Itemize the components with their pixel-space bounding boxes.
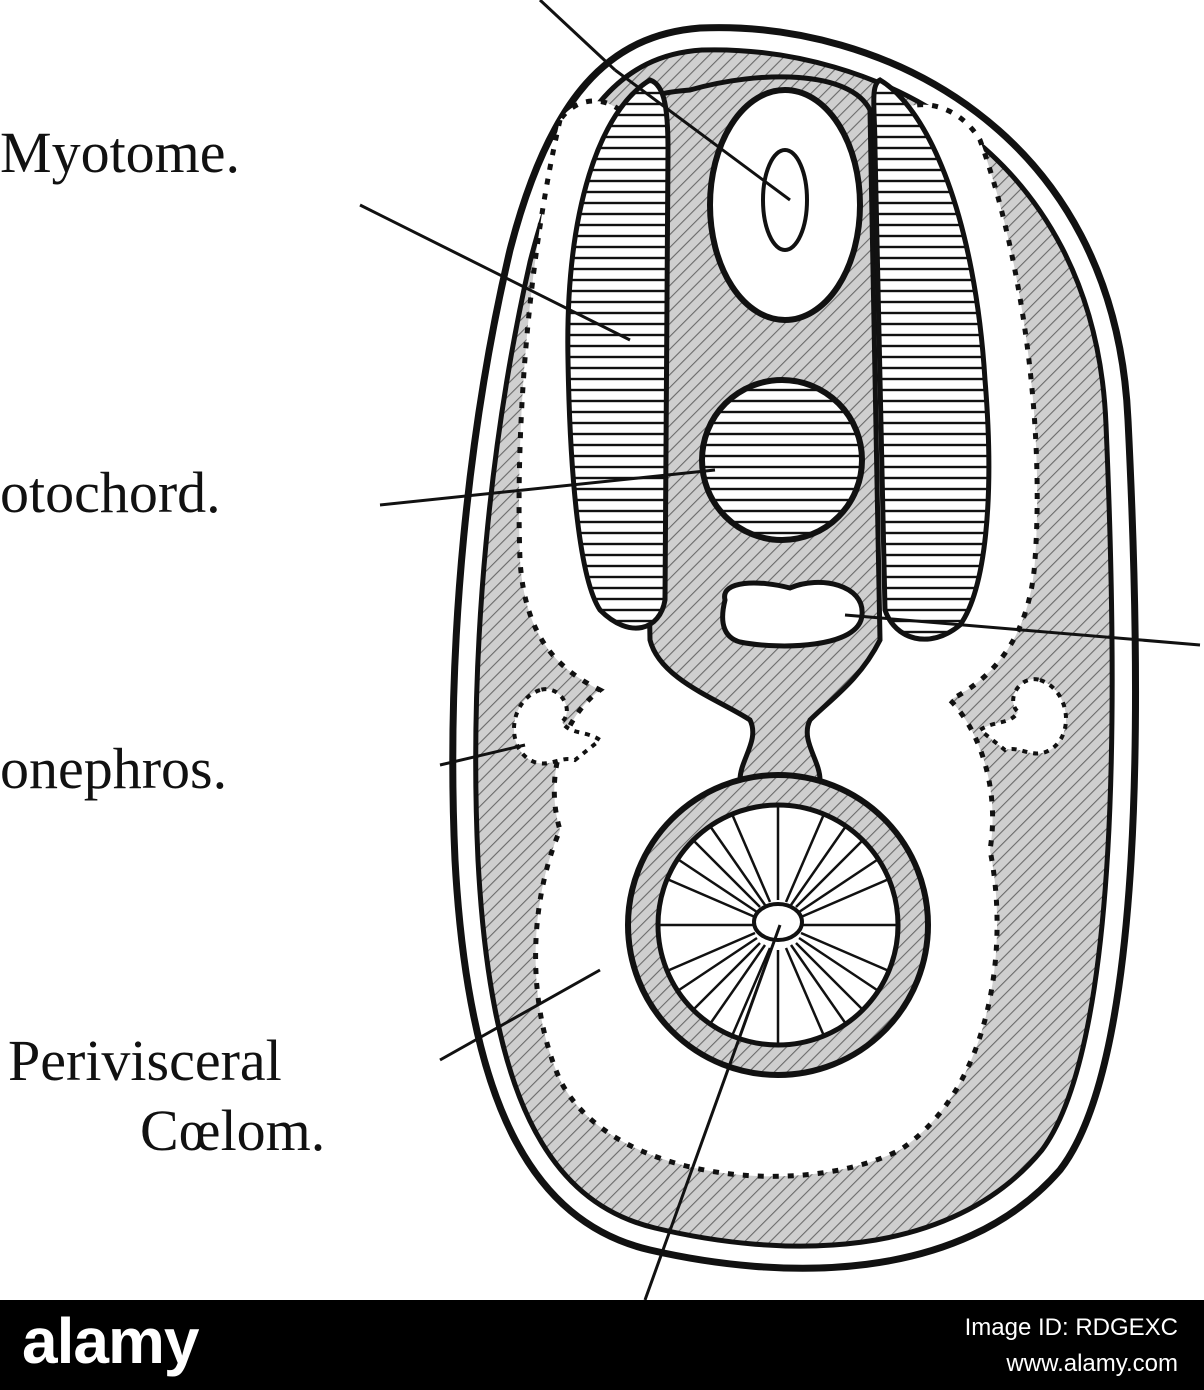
brand-logo: alamy [22,1305,199,1377]
pronephros-left [512,687,604,766]
leader-coelom [439,968,601,1062]
site-url-text: www.alamy.com [1006,1350,1178,1377]
dorsal-aorta [720,579,865,649]
leader-top [538,0,617,72]
image-id-text: Image ID: RDGEXC [964,1314,1178,1341]
embryo-cross-section-diagram: Myotome. otochord. onephros. Periviscera… [0,0,1201,1300]
label-perivisceral: Perivisceral [8,1028,282,1093]
leader-pronephros [439,743,526,767]
leader-notochord [379,468,716,507]
leader-top-inner [614,68,791,202]
neural-tube [707,87,863,323]
pronephros-right [976,677,1068,756]
label-pronephros: onephros. [0,736,227,801]
myotome-left [565,77,671,631]
label-coelom: Cœlom. [140,1098,325,1163]
label-myotome: Myotome. [0,120,240,185]
watermark-footer: alamy Image ID: RDGEXC www.alamy.com [0,1300,1204,1390]
notochord [699,377,865,543]
gut-lumen [752,902,804,942]
gut [625,772,931,1078]
leader-lines [359,0,1201,1300]
leader-gut [643,924,782,1300]
leader-myotome [359,203,631,342]
label-notochord: otochord. [0,460,221,525]
myotome-right [871,77,992,642]
leader-dorsal-aorta [844,613,1201,647]
